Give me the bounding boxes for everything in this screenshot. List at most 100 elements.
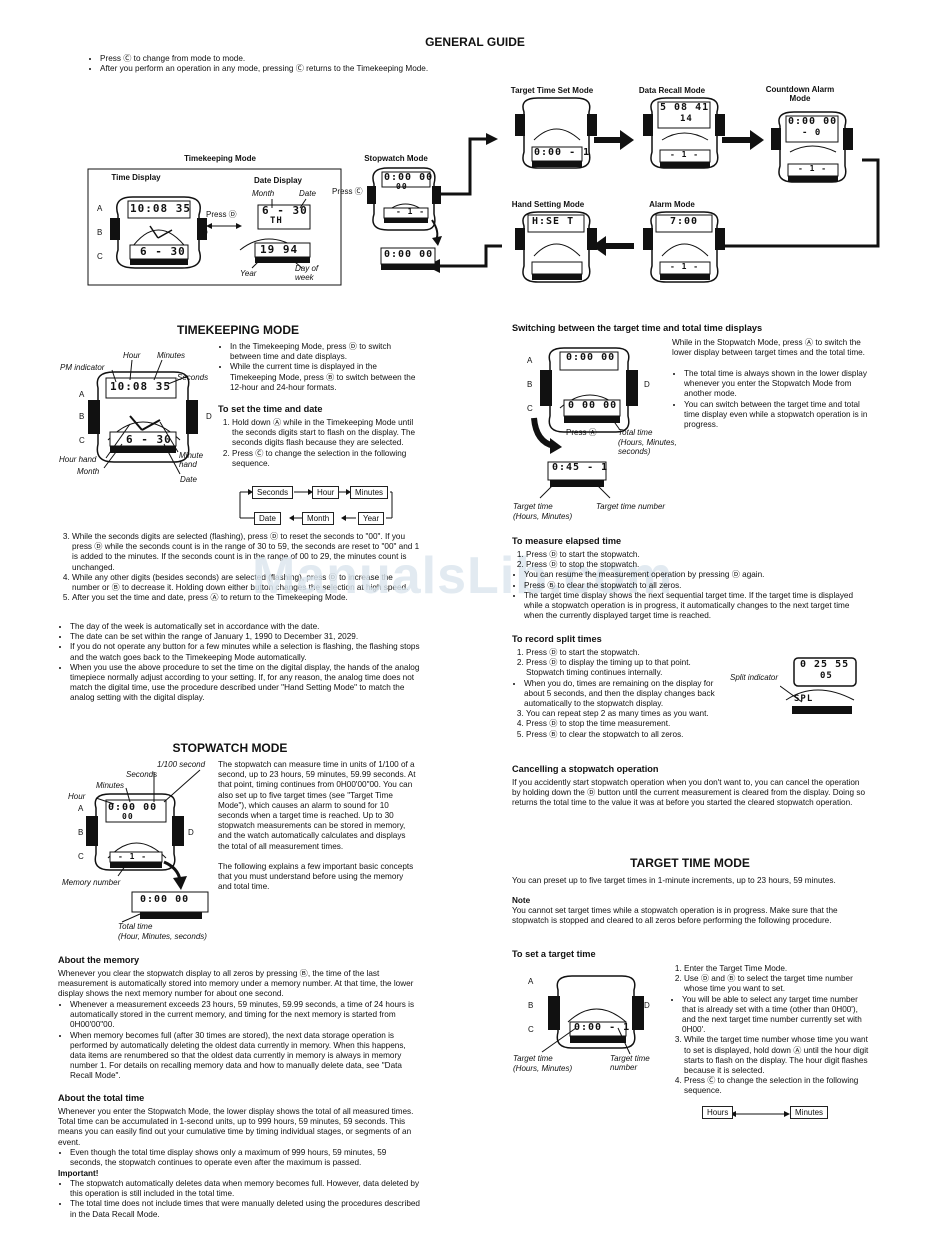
swi-lcd-target: 0:45 - 1 (552, 462, 609, 473)
seq-year: Year (358, 512, 385, 525)
target-seq-minutes: Minutes (790, 1106, 829, 1119)
swi-lcd-top: 0:00 00 (566, 352, 616, 363)
lcd-stopwatch-sub: 00 (396, 182, 408, 191)
button-a-label: A (97, 204, 103, 213)
elapsed-step: Press Ⓓ to stop the stopwatch. (526, 560, 870, 570)
tk-note: The date can be set within the range of … (70, 632, 420, 642)
seq-date: Date (254, 512, 281, 525)
swi-p: While in the Stopwatch Mode, press Ⓐ to … (672, 338, 865, 358)
switching-heading: Switching between the target time and to… (512, 323, 763, 333)
tk-button-a: A (79, 390, 85, 399)
lcd-date: 6 - 30 (262, 204, 308, 217)
watch-target-time-set (515, 97, 597, 169)
flow-arrow-body (594, 137, 622, 143)
button-b-label: B (97, 228, 103, 237)
tk-label-minutes: Minutes (157, 351, 186, 360)
flow-arrow-to-target (436, 137, 486, 196)
split-heading: To record split times (512, 634, 602, 644)
lcd-target-time-set: 0:00 - 1 (534, 147, 591, 158)
watch-date-display (239, 198, 311, 269)
swi-target-time-sub: (Hours, Minutes) (513, 512, 573, 521)
button-d-label: D (202, 228, 208, 237)
lcd-countdown-top: 0:00 00 (788, 116, 838, 127)
sw-total-p: Whenever you enter the Stopwatch Mode, t… (58, 1107, 414, 1147)
target-note-heading: Note (512, 896, 531, 905)
target-step: While the target time number whose time … (684, 1035, 870, 1076)
button-c-label: C (97, 252, 103, 261)
label-timekeeping-mode: Timekeeping Mode (184, 154, 256, 163)
target-steps: Enter the Target Time Mode. Use Ⓓ and Ⓑ … (670, 964, 870, 1097)
sw-intro: The stopwatch can measure time in units … (218, 760, 416, 851)
lcd-alarm-bottom: - 1 - (670, 262, 700, 271)
tg-button-c: C (528, 1025, 534, 1034)
lcd-date-small: 6 - 30 (140, 245, 186, 258)
cancel-heading: Cancelling a stopwatch operation (512, 764, 659, 774)
split-lcd-diagram (780, 657, 857, 714)
split-lcd-top: 0 25 55 (800, 659, 850, 670)
sw-lcd-top: 0:00 00 (108, 802, 158, 813)
tk-label-minute-hand: Minute hand (179, 451, 204, 469)
sw-label-hour: Hour (68, 792, 86, 801)
split-lcd-spl: SPL (794, 694, 814, 704)
lcd-countdown-mid: - 0 (802, 128, 822, 138)
target-set-heading: To set a target time (512, 949, 596, 959)
lcd-stopwatch-small: - 1 - (396, 207, 426, 216)
sw-label-minutes: Minutes (96, 781, 125, 790)
flow-arrow-return (716, 158, 880, 248)
tk-lcd-time: 10:08 35 (110, 380, 171, 393)
page-title: GENERAL GUIDE (425, 35, 525, 49)
label-time-display: Time Display (111, 173, 161, 182)
label-target-time-set-mode: Target Time Set Mode (510, 86, 594, 95)
watch-hand-setting (515, 211, 597, 283)
sw-lcd-sub: 00 (122, 812, 134, 821)
tk-step: Hold down Ⓐ while in the Timekeeping Mod… (232, 418, 418, 449)
elapsed-bullet: Press Ⓑ to clear the stopwatch to all ze… (524, 581, 870, 591)
tk-bullets: In the Timekeeping Mode, press Ⓓ to swit… (218, 342, 418, 393)
lcd-alarm: 7:00 (670, 216, 699, 227)
tg-lcd: 0:00 - 1 (574, 1022, 631, 1033)
sw-label-seconds: Seconds (126, 770, 158, 779)
target-watch-diagram (541, 975, 644, 1055)
tk-label-hour-hand: Hour hand (59, 455, 97, 464)
flow-arrow-body (722, 137, 752, 143)
tg-target-time-sub: (Hours, Minutes) (513, 1064, 573, 1073)
lcd-countdown-bottom: - 1 - (798, 164, 828, 173)
target-heading: TARGET TIME MODE (630, 856, 750, 870)
target-step: Press Ⓒ to change the selection in the f… (684, 1076, 870, 1096)
label-stopwatch-mode: Stopwatch Mode (364, 154, 428, 163)
flow-arrowhead (750, 130, 764, 150)
lcd-data-recall-mid: 14 (680, 114, 693, 124)
tk-label-month: Month (77, 467, 100, 476)
elapsed-steps: Press Ⓓ to start the stopwatch. Press Ⓓ … (512, 550, 870, 621)
split-step: You can repeat step 2 as many times as y… (526, 709, 720, 719)
tk-label-date: Date (180, 475, 197, 484)
tk-button-d: D (206, 412, 212, 421)
timekeeping-heading: TIMEKEEPING MODE (176, 323, 299, 337)
swi-bullet: You can switch between the target time a… (684, 400, 870, 431)
sw-memory-bullets: Whenever a measurement exceeds 23 hours,… (58, 1000, 420, 1082)
stopwatch-heading: STOPWATCH MODE (172, 741, 288, 755)
label-hand-setting-mode: Hand Setting Mode (511, 200, 585, 209)
sw-memory-bullet: When memory becomes full (after 30 times… (70, 1031, 420, 1082)
tk-bullet: In the Timekeeping Mode, press Ⓓ to swit… (230, 342, 418, 362)
split-step: Press Ⓓ to display the timing up to that… (526, 658, 720, 678)
label-alarm-mode: Alarm Mode (649, 200, 695, 209)
swi-total-time: Total time (618, 428, 653, 437)
seq-month: Month (302, 512, 335, 525)
sw-lcd-bottom: 0:00 00 (140, 894, 190, 905)
sw-label-memory-number: Memory number (62, 878, 121, 887)
lcd-hand-setting: H:SE T (532, 216, 575, 227)
sw-label-total-time: Total time (118, 922, 153, 931)
tk-step: While any other digits (besides seconds)… (72, 573, 420, 593)
tg-button-d: D (644, 1001, 650, 1010)
label-data-recall-mode: Data Recall Mode (638, 86, 706, 95)
seq-hour: Hour (312, 486, 340, 499)
tg-target-time: Target time (513, 1054, 553, 1063)
swi-bullets: The total time is always shown in the lo… (672, 369, 870, 430)
watch-data-recall (643, 97, 725, 169)
tk-button-c: C (79, 436, 85, 445)
watch-alarm (643, 211, 725, 283)
target-step: Use Ⓓ and Ⓑ to select the target time nu… (684, 974, 870, 994)
swi-button-a: A (527, 356, 533, 365)
lcd-stopwatch: 0:00 00 (384, 172, 434, 183)
